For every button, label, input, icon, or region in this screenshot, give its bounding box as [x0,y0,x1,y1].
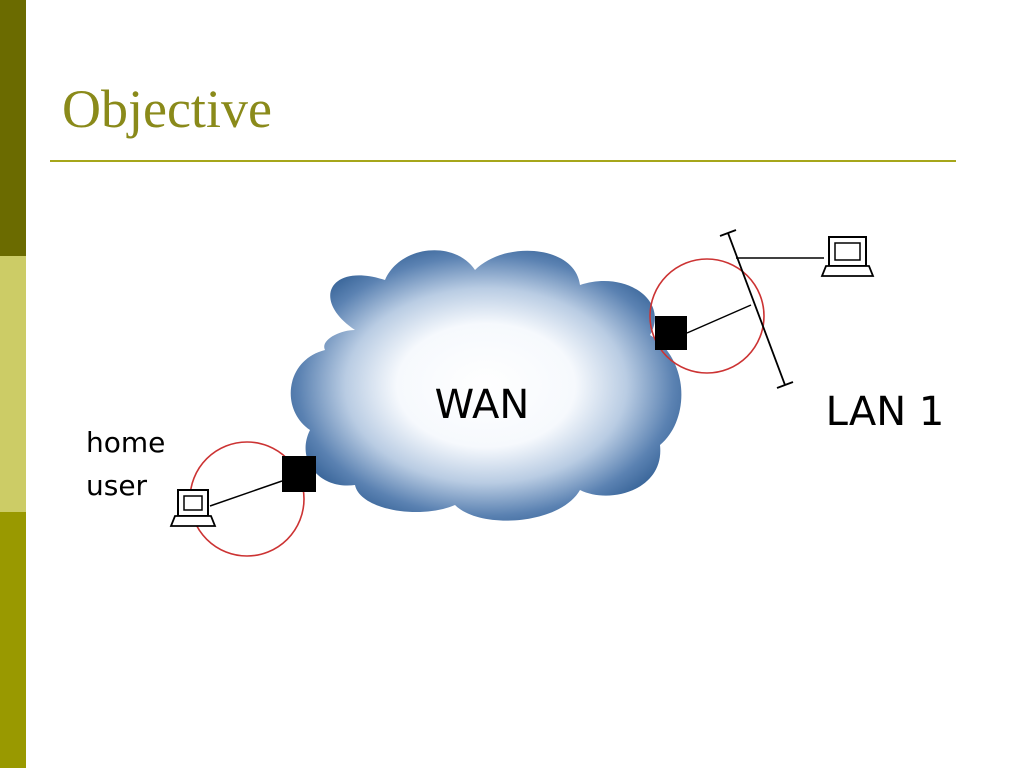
home-computer-icon [169,489,217,527]
lan-bus-cap-bottom [776,381,794,389]
lan-bus-cap-top [719,229,737,237]
home-label-line1: home [86,426,165,459]
title-divider [50,160,956,162]
lan-highlight-circle [649,258,765,374]
home-router-link [209,480,283,507]
lan-bus-line [727,232,786,386]
lan-label: LAN 1 [826,389,945,435]
wan-cloud-icon [290,250,682,521]
lan-computer-icon [820,236,875,277]
side-bar-dark [0,0,26,256]
side-bar-olive [0,512,26,768]
lan-router-icon [655,316,687,350]
wan-label: WAN [435,382,530,428]
lan-connection [649,229,875,389]
slide-title: Objective [62,79,272,139]
side-bar-light [0,256,26,512]
lan-router-link [686,304,752,334]
home-label-line2: user [86,469,148,502]
home-router-icon [282,456,316,492]
home-connection [169,441,316,557]
